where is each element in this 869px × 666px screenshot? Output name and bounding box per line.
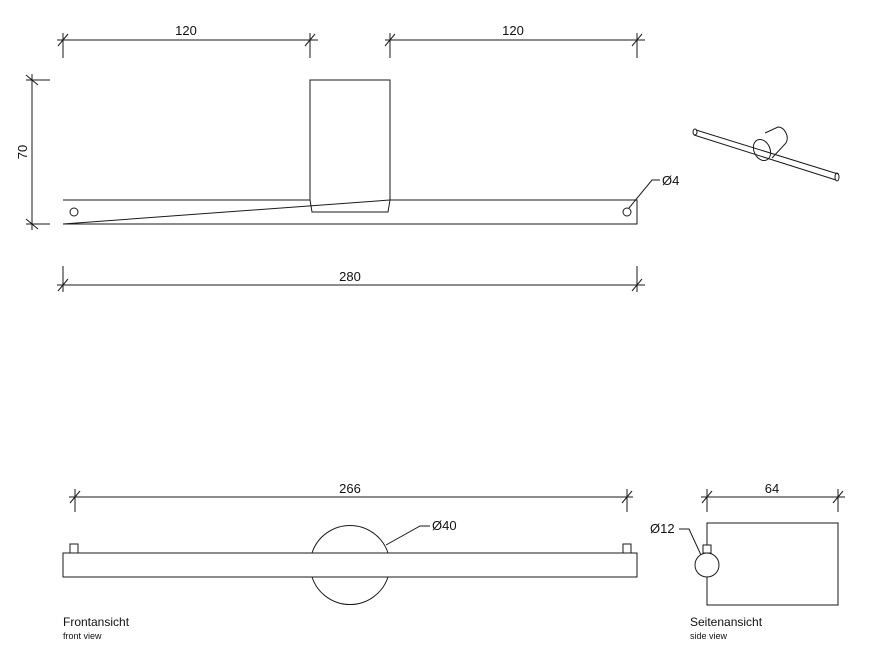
dimension-left-120: 120	[57, 23, 318, 58]
view-title: Frontansicht	[63, 615, 130, 629]
dimension-right-120: 120	[384, 23, 645, 58]
dimension-text: 266	[339, 481, 361, 496]
hole-callout: Ø4	[628, 173, 679, 209]
isometric-view	[692, 126, 840, 182]
dimension-text: 64	[765, 481, 779, 496]
leader-line	[385, 525, 430, 546]
view-subtitle: side view	[690, 631, 728, 641]
view-subtitle: front view	[63, 631, 102, 641]
dimension-text: 70	[15, 145, 30, 159]
view-title: Seitenansicht	[690, 615, 763, 629]
side-body	[706, 522, 839, 606]
hole-diameter-label: Ø4	[662, 173, 679, 188]
mounting-hole	[622, 207, 632, 217]
bar-section	[694, 552, 720, 578]
dimension-text: 120	[502, 23, 524, 38]
end-cap	[622, 543, 632, 554]
dimension-total-280: 280	[57, 266, 645, 292]
front-view: 266 Ø40 Frontansicht front view	[62, 481, 638, 641]
end-cap	[69, 543, 79, 554]
dimension-height-70: 70	[15, 74, 50, 230]
bar	[62, 552, 638, 578]
mounting-hole	[69, 207, 79, 217]
leader-line	[679, 528, 702, 556]
dimension-text: 120	[175, 23, 197, 38]
rosette-circle	[311, 524, 389, 606]
dimension-length-266: 266	[69, 481, 633, 512]
dimension-depth-64: 64	[701, 481, 845, 512]
top-view: 120 120 70 Ø4	[15, 23, 679, 292]
end-cap	[702, 544, 712, 554]
dimension-text: 280	[339, 269, 361, 284]
bar-diameter-label: Ø12	[650, 521, 675, 536]
side-view: 64 Ø12 Seitenansicht side view	[650, 481, 845, 641]
holder-body	[62, 79, 638, 225]
rosette-diameter-label: Ø40	[432, 518, 457, 533]
